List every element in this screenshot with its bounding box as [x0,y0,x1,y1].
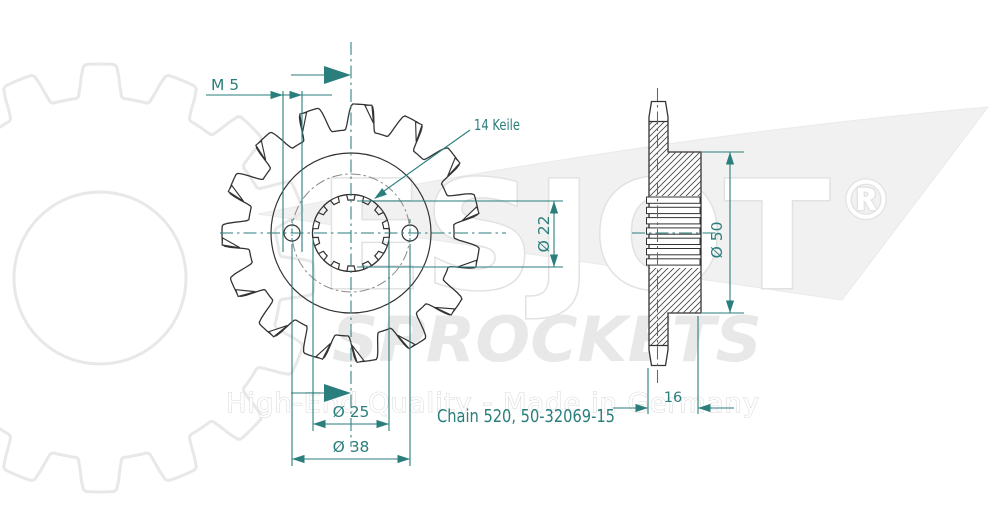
dimension-arrowhead-icon [725,152,735,165]
spline-outer-diameter-label: Ø 25 [333,403,370,421]
tooth-chamfer-mark [447,156,461,177]
spline-section-band [646,248,701,256]
watermark-tagline-text: High-End Quality - Made in Germany [226,388,760,419]
spline-section-band [646,196,701,204]
spline-section-band [646,206,701,215]
dimension-labels: M 5 14 Keile Ø 22 Ø 25 Ø 38 Ø 50 16 Chai… [211,76,726,456]
bore-diameter-label: Ø 22 [535,216,553,253]
part-number-label: Chain 520, 50-32069-15 [437,407,615,427]
tooth-chamfer-mark [299,111,308,133]
dimension-arrowhead-icon [270,90,283,100]
watermark-gear-logo [0,62,316,494]
dimension-arrowhead-icon [397,454,410,464]
tooth-chamfer-mark [267,324,289,338]
tooth-chamfer-mark [221,236,241,249]
dimension-arrowhead-icon [549,201,559,214]
dimension-arrowhead-icon [376,419,389,429]
watermark-brand-text: ESJOT [318,150,830,324]
bolt-circle-diameter-label: Ø 38 [333,438,370,456]
dimension-arrowhead-icon [635,403,648,413]
spline-section-band [646,227,701,235]
registered-trademark-icon: ® [839,169,893,232]
tooth-chamfer-mark [234,289,256,298]
hub-diameter-label: Ø 50 [708,222,726,259]
thread-dimension-label: M 5 [211,76,239,94]
axis-direction-arrow-icon [324,66,351,84]
dimension-annotations [206,42,744,466]
axis-direction-arrow-icon [324,384,351,402]
dimension-line [376,129,471,197]
tooth-chamfer-mark [434,306,456,316]
section-hatch-upper [649,121,701,196]
tooth-chamfer-mark [314,342,332,361]
leader-arrowhead-icon [374,188,387,199]
tooth-chamfer-mark [227,184,245,202]
dimension-arrowhead-icon [313,419,326,429]
dimension-arrowhead-icon [725,300,735,313]
tooth-chamfer-mark [363,104,375,124]
watermark-gear-outline [0,62,316,494]
spline-section-band [646,217,701,225]
section-hatch-lower [649,268,701,346]
watermark-gear-hub-circle [12,190,188,366]
dimension-arrowhead-icon [549,254,559,267]
sprocket-front-view [221,103,480,364]
tooth-chamfer-mark [351,344,366,364]
spline-section-band [646,237,701,245]
dimension-arrowhead-icon [289,90,302,100]
dimension-arrowhead-icon [292,454,305,464]
hub-width-label: 16 [664,390,682,406]
spline-section-band [646,258,701,266]
tooth-chamfer-mark [414,121,423,143]
spline-bore-profile [311,194,391,272]
dimension-arrowhead-icon [698,403,711,413]
spline-count-label: 14 Keile [474,116,520,134]
tooth-chamfer-mark [255,139,267,161]
tooth-chamfer-mark [461,205,480,222]
